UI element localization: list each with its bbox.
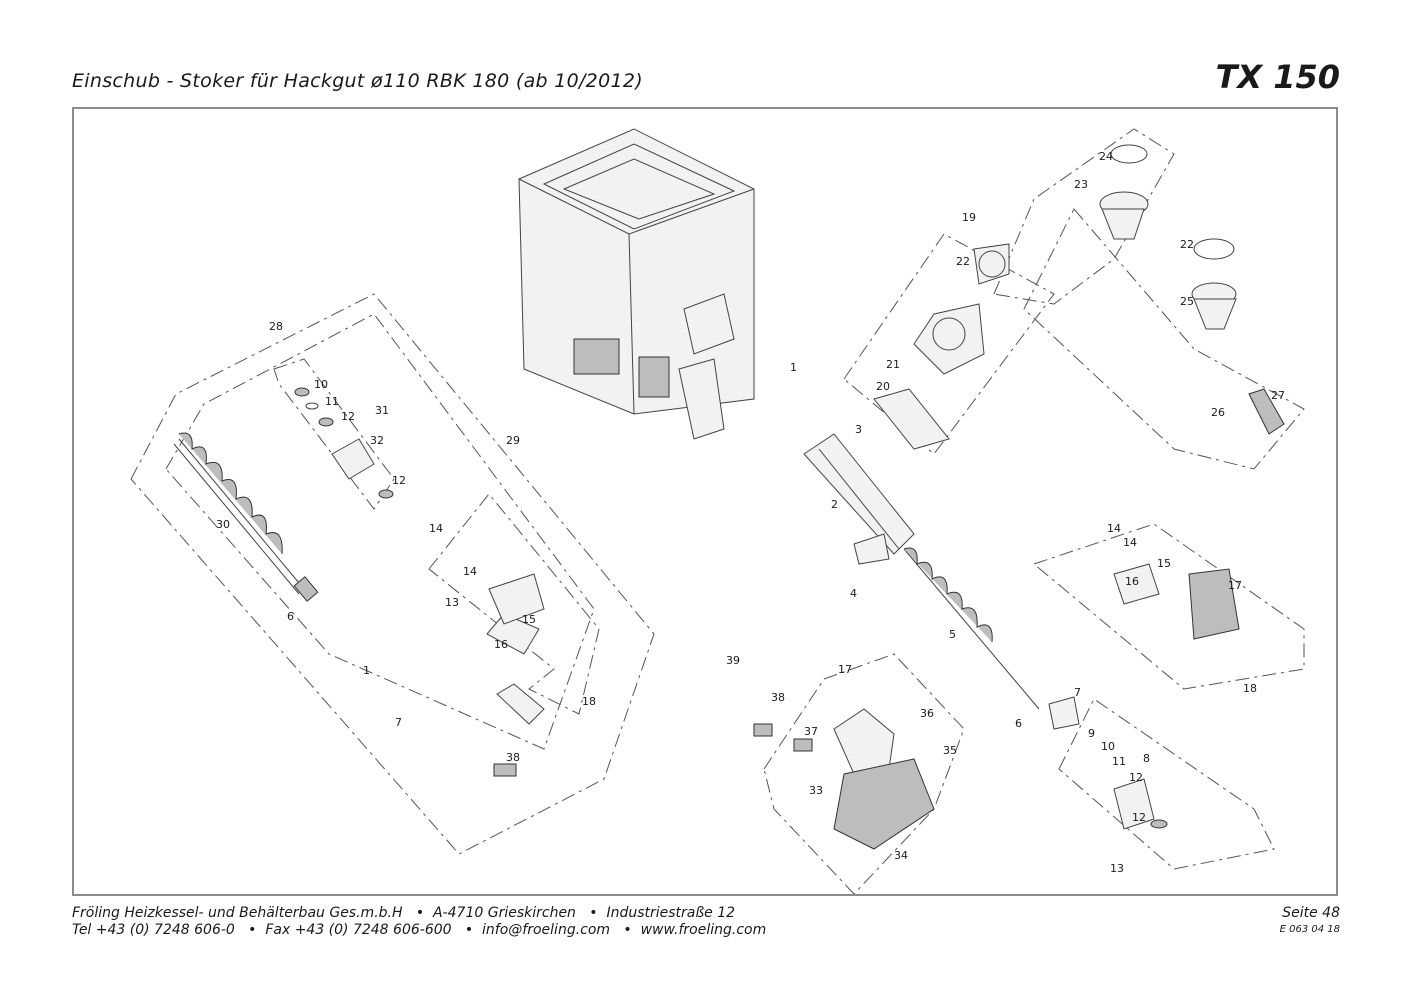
group-outline-23 bbox=[993, 128, 1175, 305]
callout-label: 22 bbox=[956, 255, 970, 268]
callout-label: 12 bbox=[1132, 811, 1146, 824]
callout-label: 10 bbox=[314, 378, 328, 391]
callout-label: 9 bbox=[1088, 727, 1095, 740]
callout-label: 12 bbox=[1129, 771, 1143, 784]
motor-part-27 bbox=[1248, 388, 1285, 435]
callout-label: 5 bbox=[949, 628, 956, 641]
callout-label: 1 bbox=[790, 361, 797, 374]
callout-label: 10 bbox=[1101, 740, 1115, 753]
callout-label: 13 bbox=[445, 596, 459, 609]
page-title: Einschub - Stoker für Hackgut ø110 RBK 1… bbox=[72, 70, 643, 92]
callout-label: 20 bbox=[876, 380, 890, 393]
callout-label: 17 bbox=[1228, 579, 1242, 592]
callout-label: 26 bbox=[1211, 406, 1225, 419]
pipe-parts-23-25 bbox=[1099, 144, 1237, 330]
callout-label: 18 bbox=[582, 695, 596, 708]
callout-label: 39 bbox=[726, 654, 740, 667]
callout-label: 29 bbox=[506, 434, 520, 447]
callout-label: 8 bbox=[1143, 752, 1150, 765]
footer-contact: Tel +43 (0) 7248 606-0 • Fax +43 (0) 724… bbox=[72, 922, 767, 938]
callout-label: 11 bbox=[325, 395, 339, 408]
diagram-frame: 1 1 2 3 4 5 6 6 7 7 8 9 10 10 11 11 12 1… bbox=[72, 107, 1338, 896]
callout-label: 15 bbox=[1157, 557, 1171, 570]
group-outline-29 bbox=[165, 313, 595, 750]
callout-label: 7 bbox=[1074, 686, 1081, 699]
callout-label: 11 bbox=[1112, 755, 1126, 768]
bearing-parts-left bbox=[294, 387, 545, 777]
callout-label: 4 bbox=[850, 587, 857, 600]
stoker-auger-center bbox=[903, 547, 1040, 710]
callout-label: 6 bbox=[1015, 717, 1022, 730]
stoker-auger-left bbox=[173, 432, 319, 602]
callout-label: 13 bbox=[1110, 862, 1124, 875]
footer-company: Fröling Heizkessel- und Behälterbau Ges.… bbox=[72, 905, 736, 921]
callout-label: 17 bbox=[838, 663, 852, 676]
callout-label: 16 bbox=[494, 638, 508, 651]
callout-label: 34 bbox=[894, 849, 908, 862]
callout-label: 7 bbox=[395, 716, 402, 729]
callout-label: 3 bbox=[855, 423, 862, 436]
callout-labels: 1 1 2 3 4 5 6 6 7 7 8 9 10 10 11 11 12 1… bbox=[216, 150, 1285, 875]
callout-label: 23 bbox=[1074, 178, 1088, 191]
callout-label: 14 bbox=[429, 522, 443, 535]
callout-label: 16 bbox=[1125, 575, 1139, 588]
callout-label: 19 bbox=[962, 211, 976, 224]
callout-label: 35 bbox=[943, 744, 957, 757]
callout-label: 15 bbox=[522, 613, 536, 626]
callout-label: 32 bbox=[370, 434, 384, 447]
callout-label: 22 bbox=[1180, 238, 1194, 251]
callout-label: 33 bbox=[809, 784, 823, 797]
callout-label: 27 bbox=[1271, 389, 1285, 402]
callout-label: 6 bbox=[287, 610, 294, 623]
group-outline-17 bbox=[763, 653, 965, 894]
callout-label: 28 bbox=[269, 320, 283, 333]
callout-label: 37 bbox=[804, 725, 818, 738]
callout-label: 14 bbox=[1123, 536, 1137, 549]
callout-label: 18 bbox=[1243, 682, 1257, 695]
gearmotor-17 bbox=[753, 708, 935, 850]
callout-label: 31 bbox=[375, 404, 389, 417]
callout-label: 38 bbox=[771, 691, 785, 704]
callout-label: 14 bbox=[463, 565, 477, 578]
callout-label: 1 bbox=[363, 664, 370, 677]
group-outline-15-left bbox=[428, 493, 600, 715]
hopper-housing bbox=[518, 128, 755, 440]
group-outline-27 bbox=[1023, 208, 1305, 470]
callout-label: 30 bbox=[216, 518, 230, 531]
stoker-duct bbox=[803, 433, 915, 565]
group-outline-28 bbox=[130, 293, 655, 855]
exploded-parts-diagram: 1 1 2 3 4 5 6 6 7 7 8 9 10 10 11 11 12 1… bbox=[130, 128, 1305, 894]
page-number: Seite 48 bbox=[1282, 905, 1340, 921]
callout-label: 2 bbox=[831, 498, 838, 511]
bearing-parts-right bbox=[1048, 563, 1240, 830]
callout-label: 38 bbox=[506, 751, 520, 764]
group-outline-15-right bbox=[1032, 523, 1305, 690]
flange-assembly-19 bbox=[873, 243, 1010, 450]
callout-label: 12 bbox=[392, 474, 406, 487]
callout-label: 25 bbox=[1180, 295, 1194, 308]
callout-label: 36 bbox=[920, 707, 934, 720]
callout-label: 14 bbox=[1107, 522, 1121, 535]
callout-label: 21 bbox=[886, 358, 900, 371]
model-name: TX 150 bbox=[1215, 58, 1340, 96]
group-outline-8 bbox=[1058, 698, 1275, 870]
document-code: E 063 04 18 bbox=[1279, 924, 1340, 935]
callout-label: 24 bbox=[1099, 150, 1113, 163]
callout-label: 12 bbox=[341, 410, 355, 423]
